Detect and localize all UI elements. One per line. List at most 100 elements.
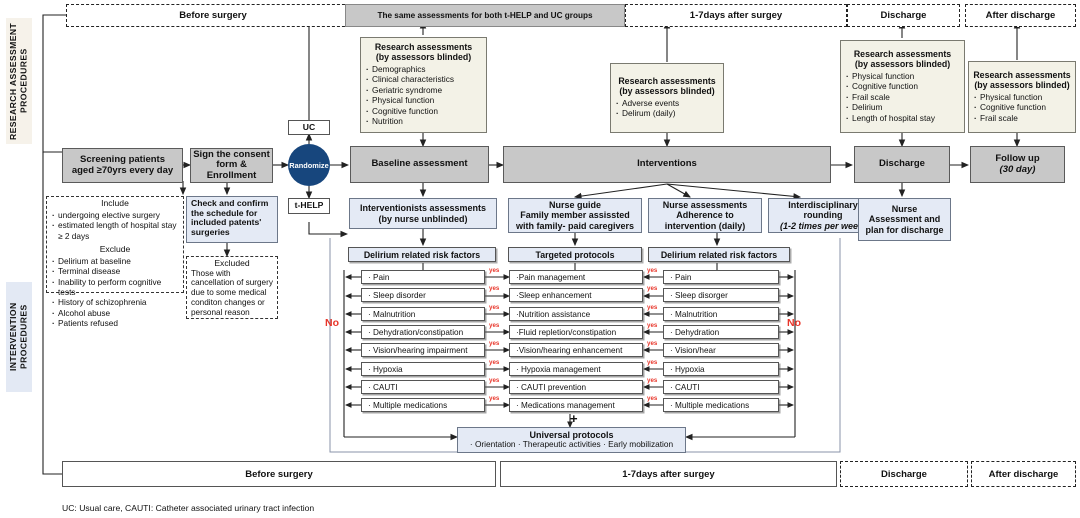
list-item[interactable]: · Medications management bbox=[509, 398, 643, 412]
list-item[interactable]: ·Fluid repletion/constipation bbox=[509, 325, 643, 339]
list-item[interactable]: · Multiple medications bbox=[361, 398, 485, 412]
consent-line-2: form & Enrollment bbox=[206, 159, 257, 181]
assessment-baseline-items: Demographics Clinical characteristics Ge… bbox=[365, 64, 482, 127]
list-item[interactable]: · Sleep disorder bbox=[361, 288, 485, 302]
left-risk-4: · Vision/hearing impairment bbox=[368, 345, 468, 355]
column-header-left-risk-factors: Delirium related risk factors bbox=[348, 247, 496, 262]
interdisc-line-2: rounding bbox=[803, 210, 843, 221]
node-sign-consent[interactable]: Sign the consent form & Enrollment bbox=[190, 148, 273, 183]
list-item[interactable]: · Hypoxia management bbox=[509, 362, 643, 376]
assessment-postop-subtitle: (by assessors blinded) bbox=[619, 86, 715, 97]
list-item[interactable]: · Malnutrition bbox=[361, 307, 485, 321]
node-discharge[interactable]: Discharge bbox=[854, 146, 950, 183]
list-item[interactable]: · Dehydration/constipation bbox=[361, 325, 485, 339]
right-header-label: Delirium related risk factors bbox=[660, 249, 778, 260]
node-interventions[interactable]: Interventions bbox=[503, 146, 831, 183]
node-nurse-assessments[interactable]: Nurse assessments Adherence to intervent… bbox=[648, 198, 762, 233]
list-item[interactable]: · Vision/hearing impairment bbox=[361, 343, 485, 357]
yes-label: yes bbox=[489, 377, 500, 384]
list-item: Geriatric syndrome bbox=[365, 85, 482, 96]
assessment-discharge-subtitle: (by assessors blinded) bbox=[854, 58, 951, 69]
list-item: undergoing elective surgery bbox=[51, 210, 179, 221]
footnote-text: UC: Usual care, CAUTI: Catheter associat… bbox=[62, 503, 315, 513]
node-randomize[interactable]: Randomize bbox=[288, 144, 330, 186]
list-item: Length of hospital stay bbox=[845, 113, 960, 124]
yes-label: yes bbox=[647, 322, 658, 329]
yes-label: yes bbox=[647, 359, 658, 366]
list-item: Delirum (daily) bbox=[615, 108, 719, 119]
check-schedule-label: Check and confirm the schedule for inclu… bbox=[191, 198, 269, 237]
node-nurse-assessment-discharge[interactable]: Nurse Assessment and plan for discharge bbox=[858, 198, 951, 241]
list-item[interactable]: ·Sleep enhancement bbox=[509, 288, 643, 302]
yes-label: yes bbox=[647, 304, 658, 311]
list-item: estimated length of hospital stay ≥ 2 da… bbox=[51, 220, 179, 241]
list-item[interactable]: · CAUTI bbox=[361, 380, 485, 394]
timeline-bottom-label-1: 1-7days after surgey bbox=[622, 468, 715, 480]
left-risk-7: · Multiple medications bbox=[368, 400, 448, 410]
mid-protocol-6: · CAUTI prevention bbox=[516, 382, 587, 392]
assessment-box-baseline: Research assessments (by assessors blind… bbox=[360, 37, 487, 133]
list-item: Cognitive function bbox=[845, 81, 960, 92]
node-check-schedule[interactable]: Check and confirm the schedule for inclu… bbox=[186, 196, 278, 243]
node-thelp[interactable]: t-HELP bbox=[288, 198, 330, 214]
yes-label: yes bbox=[489, 359, 500, 366]
yes-label: yes bbox=[489, 322, 500, 329]
no-label-left: No bbox=[325, 317, 339, 329]
list-item[interactable]: ·Vision/hearing enhancement bbox=[509, 343, 643, 357]
rail-intervention-procedures: INTERVENTION PROCEDURES bbox=[6, 282, 32, 392]
left-header-label: Delirium related risk factors bbox=[363, 249, 481, 260]
node-uc[interactable]: UC bbox=[288, 120, 330, 135]
screening-line-1: Screening patients bbox=[80, 153, 165, 165]
node-interventionists-assessments[interactable]: Interventionists assessments (by nurse u… bbox=[349, 198, 497, 229]
nurse-assess-line-1: Nurse assessments bbox=[662, 200, 748, 211]
list-item: History of schizophrenia bbox=[51, 297, 179, 308]
list-item[interactable]: · Multiple medications bbox=[663, 398, 779, 412]
node-screening-patients[interactable]: Screening patients aged ≥70yrs every day bbox=[62, 148, 183, 183]
node-universal-protocols[interactable]: Universal protocols · Orientation · Ther… bbox=[457, 427, 686, 453]
assessment-box-after-discharge: Research assessments (by assessors blind… bbox=[968, 61, 1076, 133]
assessment-after-title: Research assessments bbox=[973, 69, 1071, 80]
nurse-discharge-line-1: Nurse bbox=[891, 204, 918, 215]
nurse-guide-line-3: with family- paid caregivers bbox=[515, 220, 635, 231]
timeline-top-same-assessments: The same assessments for both t-HELP and… bbox=[345, 4, 625, 27]
list-item[interactable]: · Sleep disorger bbox=[663, 288, 779, 302]
interventionists-line-1: Interventionists assessments bbox=[359, 203, 487, 214]
list-item[interactable]: ·Pain management bbox=[509, 270, 643, 284]
timeline-top-label-4: After discharge bbox=[985, 10, 1056, 21]
list-item[interactable]: · CAUTI bbox=[663, 380, 779, 394]
list-item: Inability to perform cognitive tests bbox=[51, 277, 179, 298]
assessment-baseline-subtitle: (by assessors blinded) bbox=[375, 52, 472, 63]
yes-label: yes bbox=[489, 395, 500, 402]
list-item[interactable]: · Pain bbox=[663, 270, 779, 284]
list-item[interactable]: · CAUTI prevention bbox=[509, 380, 643, 394]
left-risk-0: · Pain bbox=[368, 272, 390, 282]
list-item[interactable]: · Dehydration bbox=[663, 325, 779, 339]
followup-line-1: Follow up bbox=[995, 152, 1040, 164]
randomize-label: Randomize bbox=[289, 160, 329, 170]
footnote: UC: Usual care, CAUTI: Catheter associat… bbox=[62, 503, 314, 513]
list-item[interactable]: · Malnutrition bbox=[663, 307, 779, 321]
timeline-bottom-after-discharge: After discharge bbox=[971, 461, 1076, 487]
yes-label: yes bbox=[647, 267, 658, 274]
list-item[interactable]: ·Nutrition assistance bbox=[509, 307, 643, 321]
nurse-discharge-line-2: Assessment and bbox=[868, 214, 941, 225]
assessment-discharge-title: Research assessments bbox=[853, 49, 952, 60]
node-baseline-assessment[interactable]: Baseline assessment bbox=[350, 146, 489, 183]
node-follow-up[interactable]: Follow up (30 day) bbox=[970, 146, 1065, 183]
mid-protocol-0: ·Pain management bbox=[516, 272, 586, 282]
discharge-label: Discharge bbox=[879, 158, 925, 170]
node-excluded: Excluded Those with cancellation of surg… bbox=[186, 256, 278, 319]
left-risk-3: · Dehydration/constipation bbox=[368, 327, 464, 337]
baseline-assessment-label: Baseline assessment bbox=[371, 158, 468, 170]
node-nurse-guide[interactable]: Nurse guide Family member assissted with… bbox=[508, 198, 642, 233]
timeline-bottom-label-2: Discharge bbox=[881, 468, 927, 480]
list-item: Delirium at baseline bbox=[51, 256, 179, 267]
exclude-items: Delirium at baseline Terminal disease In… bbox=[51, 256, 179, 330]
list-item[interactable]: · Pain bbox=[361, 270, 485, 284]
list-item[interactable]: · Vision/hear bbox=[663, 343, 779, 357]
list-item[interactable]: · Hypoxia bbox=[663, 362, 779, 376]
list-item[interactable]: · Hypoxia bbox=[361, 362, 485, 376]
yes-label: yes bbox=[647, 377, 658, 384]
timeline-bottom-before-surgery: Before surgery bbox=[62, 461, 496, 487]
right-risk-1: · Sleep disorger bbox=[670, 290, 728, 300]
